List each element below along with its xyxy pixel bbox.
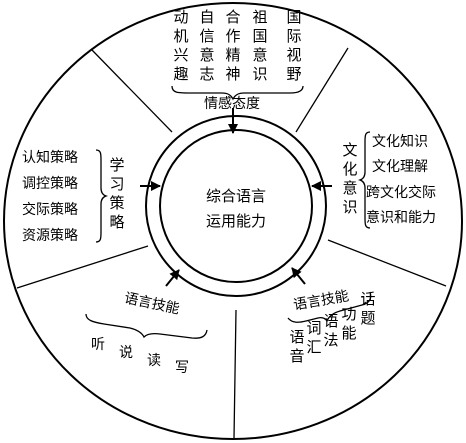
strategies-label-char: 学 [109, 156, 124, 174]
skills-label: 语言技能 [123, 290, 181, 317]
culture-section: 文 化 意 识 文化知识 文化理解 跨文化交际 意识和能力 [342, 131, 436, 229]
arrow-skills [165, 269, 180, 287]
affect-column-char: 际 [286, 27, 301, 45]
culture-label-char: 文 [342, 141, 357, 159]
affect-column: 国 际 视 野 [286, 8, 301, 83]
affect-column-char: 意 [199, 46, 214, 64]
affect-column: 祖 国 意 识 [252, 8, 267, 83]
inner-ring [159, 129, 313, 283]
strategies-item: 认知策略 [22, 149, 78, 166]
affect-label: 情感态度 [204, 95, 260, 112]
affect-bracket [171, 85, 304, 101]
affect-column-char: 动 [173, 8, 188, 26]
culture-item: 文化知识 [372, 133, 428, 150]
strategies-bracket [95, 149, 109, 243]
knowledge-column-char: 语 [289, 328, 304, 346]
knowledge-column-char: 题 [360, 309, 375, 327]
skills-section: 语言技能 听 说 读 写 [85, 290, 208, 376]
divider-spoke-bottom [233, 309, 237, 439]
affect-column-char: 国 [252, 27, 267, 45]
affect-column-char: 意 [252, 46, 267, 64]
center-line-1: 综合语言 [206, 187, 266, 205]
knowledge-column: 语 音 [289, 328, 304, 365]
skills-item: 读 [147, 352, 161, 369]
affect-section: 国 际 视 野 祖 国 意 识 合 作 精 神 自 信 意 志 动 机 兴 趣 [171, 8, 304, 112]
affect-column-char: 趣 [173, 65, 188, 83]
affect-column-char: 兴 [173, 46, 188, 64]
knowledge-column-char: 功 [341, 305, 356, 323]
outer-ring [3, 2, 463, 440]
arrow-knowledge [291, 267, 306, 285]
affect-column: 动 机 兴 趣 [173, 8, 188, 83]
affect-column-char: 信 [199, 27, 214, 45]
center-line-2: 运用能力 [206, 212, 266, 230]
knowledge-column: 功 能 [341, 305, 356, 342]
affect-column-char: 自 [199, 8, 214, 26]
divider-spoke-top-right [295, 47, 349, 133]
middle-ring [145, 115, 327, 297]
strategies-label-char: 习 [109, 175, 124, 193]
culture-label-char: 意 [342, 179, 357, 197]
culture-bracket [357, 131, 371, 229]
strategies-item: 调控策略 [22, 175, 78, 192]
knowledge-column: 词 汇 [306, 319, 321, 356]
knowledge-column: 话 题 [360, 290, 375, 327]
strategies-label-char: 策 [109, 194, 124, 212]
affect-column: 自 信 意 志 [199, 8, 214, 83]
affect-column-char: 国 [286, 8, 301, 26]
affect-column-char: 志 [199, 65, 214, 83]
skills-item: 说 [119, 345, 133, 361]
affect-column-char: 机 [173, 27, 188, 45]
affect-column-char: 识 [252, 65, 267, 83]
affect-column-char: 作 [225, 27, 240, 45]
knowledge-column-char: 话 [360, 290, 375, 308]
strategies-label-char: 略 [109, 213, 124, 231]
affect-column-char: 精 [225, 46, 240, 64]
knowledge-column-char: 语 [323, 312, 338, 330]
divider-spoke-left [16, 245, 149, 289]
knowledge-column: 语 法 [323, 312, 338, 349]
strategies-item: 资源策略 [22, 227, 78, 244]
skills-item: 听 [91, 337, 105, 353]
strategies-section: 认知策略 调控策略 交际策略 资源策略 学 习 策 略 [22, 149, 125, 244]
affect-column-char: 野 [286, 65, 301, 83]
affect-column: 合 作 精 神 [225, 8, 240, 83]
knowledge-column-char: 词 [306, 319, 321, 337]
divider-spoke-top-left [91, 49, 173, 133]
affect-column-char: 祖 [252, 8, 267, 26]
knowledge-bracket [287, 291, 372, 323]
strategies-item: 交际策略 [22, 201, 78, 218]
affect-column-char: 神 [225, 65, 240, 83]
culture-item: 文化理解 [372, 159, 428, 175]
culture-item: 意识和能力 [366, 209, 436, 226]
affect-column-char: 合 [225, 8, 240, 26]
knowledge-section: 语言技能 语 音 词 汇 语 法 功 能 话 题 [287, 288, 376, 365]
culture-label-char: 识 [342, 198, 357, 216]
knowledge-column-char: 能 [341, 324, 356, 342]
knowledge-column-char: 法 [323, 331, 338, 349]
divider-spoke-right [327, 239, 447, 287]
knowledge-column-char: 汇 [306, 338, 321, 356]
culture-item: 跨文化交际 [366, 184, 436, 201]
culture-label-char: 化 [342, 160, 357, 178]
skills-item: 写 [175, 360, 189, 376]
affect-column-char: 视 [286, 46, 301, 64]
knowledge-column-char: 音 [289, 347, 304, 365]
skills-bracket [85, 313, 208, 339]
